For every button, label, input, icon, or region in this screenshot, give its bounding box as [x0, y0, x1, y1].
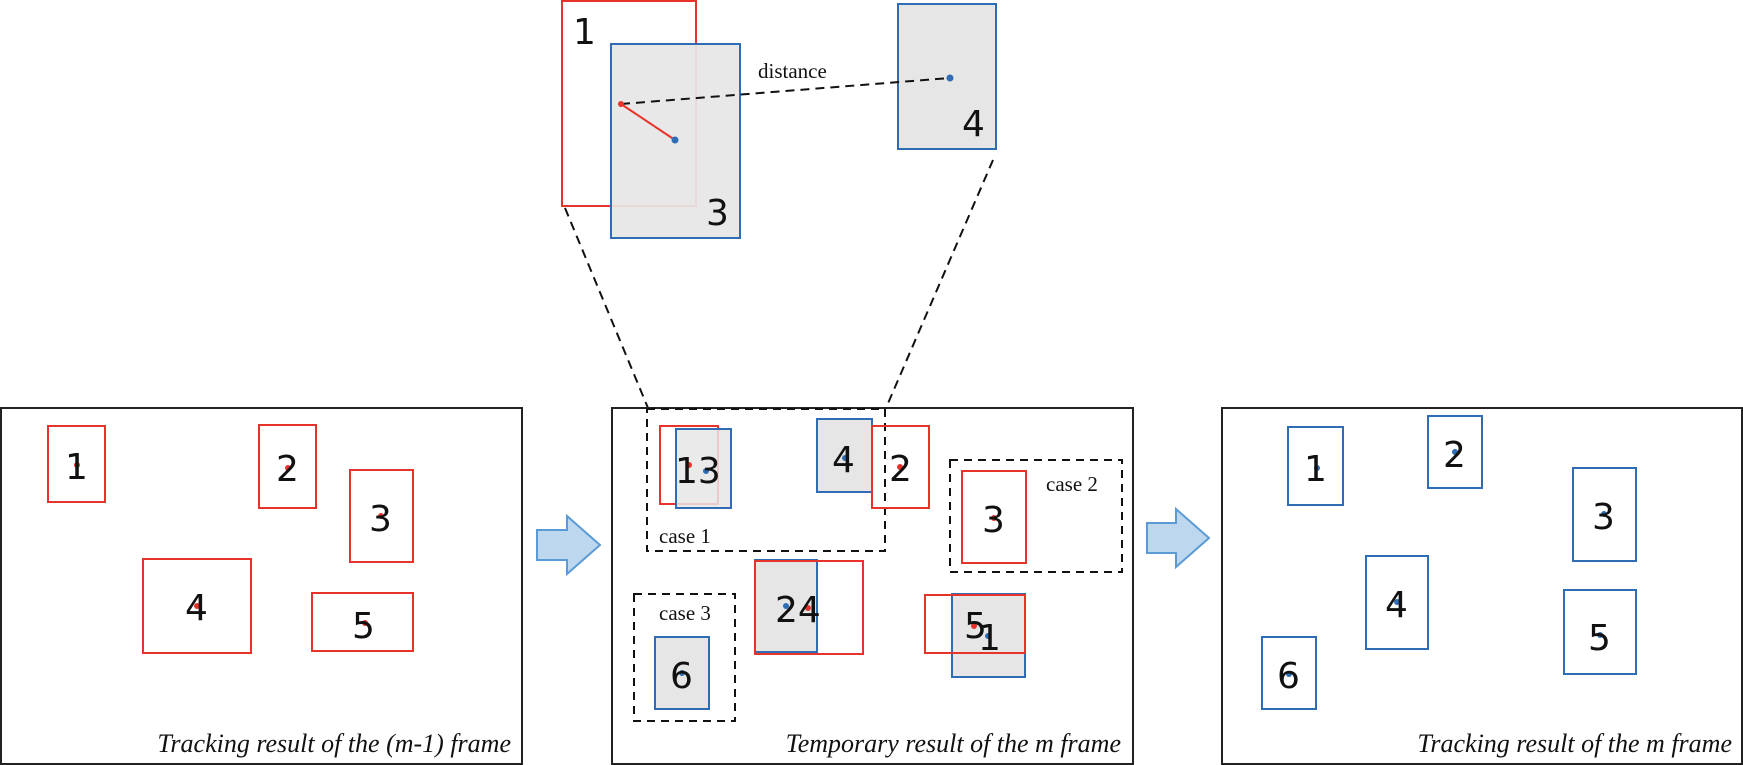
- caption-temporary-frame: Temporary result of the m frame: [786, 729, 1121, 758]
- curr-box-5: [1563, 589, 1637, 675]
- prev-id-1: 1: [65, 447, 88, 488]
- temp-id-1: 1: [978, 618, 1001, 659]
- distance-label: distance: [758, 59, 827, 83]
- temp-center-13-blue: [703, 468, 709, 474]
- temp-center-1-blue: [985, 633, 991, 639]
- zoom-far-center: [946, 74, 954, 82]
- prev-box-5: [311, 592, 414, 652]
- temp-id-13: 13: [675, 451, 721, 492]
- curr-center-4: [1394, 599, 1400, 605]
- temp-center-4: [842, 455, 848, 461]
- arrow-right-1: [536, 513, 602, 577]
- temp-box-13-curr: [675, 428, 732, 509]
- case3-region: [633, 593, 736, 722]
- case1-label: case 1: [659, 524, 711, 548]
- temp-center-6: [679, 670, 685, 676]
- prev-box-3: [349, 469, 414, 563]
- case2-label: case 2: [1046, 472, 1098, 496]
- curr-box-6: [1261, 636, 1317, 710]
- curr-center-5: [1597, 632, 1603, 638]
- projection-line-right: [885, 159, 994, 409]
- arrow-right-2: [1146, 506, 1211, 570]
- curr-id-3: 3: [1592, 497, 1615, 538]
- temp-id-6: 6: [670, 656, 693, 697]
- caption-current-frame: Tracking result of the m frame: [1417, 729, 1732, 758]
- prev-center-5: [362, 620, 368, 626]
- temp-box-24-prev: [754, 560, 864, 655]
- prev-center-2: [285, 465, 291, 471]
- prev-box-1: [47, 425, 106, 503]
- curr-center-1: [1314, 465, 1320, 471]
- curr-box-4: [1365, 555, 1429, 650]
- prev-box-4: [142, 558, 252, 654]
- distance-line: [620, 77, 951, 105]
- curr-id-1: 1: [1304, 449, 1327, 490]
- temp-id-3: 3: [982, 500, 1005, 541]
- curr-id-2: 2: [1443, 435, 1466, 476]
- prev-id-2: 2: [276, 449, 299, 490]
- temp-box-51-prev: [924, 594, 1026, 654]
- prev-id-5: 5: [352, 606, 375, 647]
- temp-center-24-blue: [783, 603, 789, 609]
- temp-box-3: [961, 470, 1027, 564]
- case1-region: [646, 408, 886, 552]
- curr-id-4: 4: [1385, 585, 1408, 626]
- temp-center-5-red: [971, 623, 977, 629]
- near-distance-line: [620, 103, 676, 141]
- temp-center-24-red: [805, 605, 811, 611]
- zoom-near-box: [610, 43, 741, 239]
- temp-id-2: 2: [889, 449, 912, 490]
- temp-center-3: [991, 515, 997, 521]
- projection-line-left: [564, 207, 649, 409]
- prev-center-3: [378, 513, 384, 519]
- temp-box-2: [871, 425, 930, 509]
- curr-center-3: [1601, 511, 1607, 517]
- prev-id-3: 3: [369, 499, 392, 540]
- temp-id-24: 24: [775, 590, 821, 631]
- temp-center-13-red: [686, 462, 692, 468]
- case3-label: case 3: [659, 601, 711, 625]
- zoom-far-id: 4: [962, 104, 985, 145]
- panel-previous-border: [0, 407, 523, 765]
- temp-id-5: 5: [964, 606, 987, 647]
- zoom-near-id: 3: [706, 193, 729, 234]
- zoom-near-center: [671, 136, 679, 144]
- panel-current-frame: 1 2 3 4 5 6 Tracking result of the m fra…: [1221, 407, 1743, 765]
- prev-id-4: 4: [185, 588, 208, 629]
- prev-center-1: [74, 462, 80, 468]
- prev-center-4: [194, 603, 200, 609]
- curr-center-6: [1286, 671, 1292, 677]
- curr-box-1: [1287, 426, 1344, 506]
- curr-center-2: [1452, 449, 1458, 455]
- zoom-prev-id: 1: [573, 12, 596, 53]
- panel-previous-frame: 1 2 3 4 5 Tracking result of the (m-1) f…: [0, 407, 523, 765]
- zoom-detail: 1 3 4 distance: [561, 0, 997, 239]
- curr-id-5: 5: [1588, 618, 1611, 659]
- prev-box-2: [258, 424, 317, 509]
- curr-box-2: [1427, 415, 1483, 489]
- temp-id-4: 4: [832, 440, 855, 481]
- zoom-prev-center: [618, 101, 624, 107]
- case2-region: [949, 459, 1123, 573]
- caption-previous-frame: Tracking result of the (m-1) frame: [157, 729, 511, 758]
- curr-id-6: 6: [1277, 656, 1300, 697]
- panel-temporary-frame: 13 4 2 case 1 3 case 2 24 5 1 6 case 3 T…: [611, 407, 1134, 765]
- curr-box-3: [1572, 467, 1637, 562]
- temp-center-2: [897, 464, 903, 470]
